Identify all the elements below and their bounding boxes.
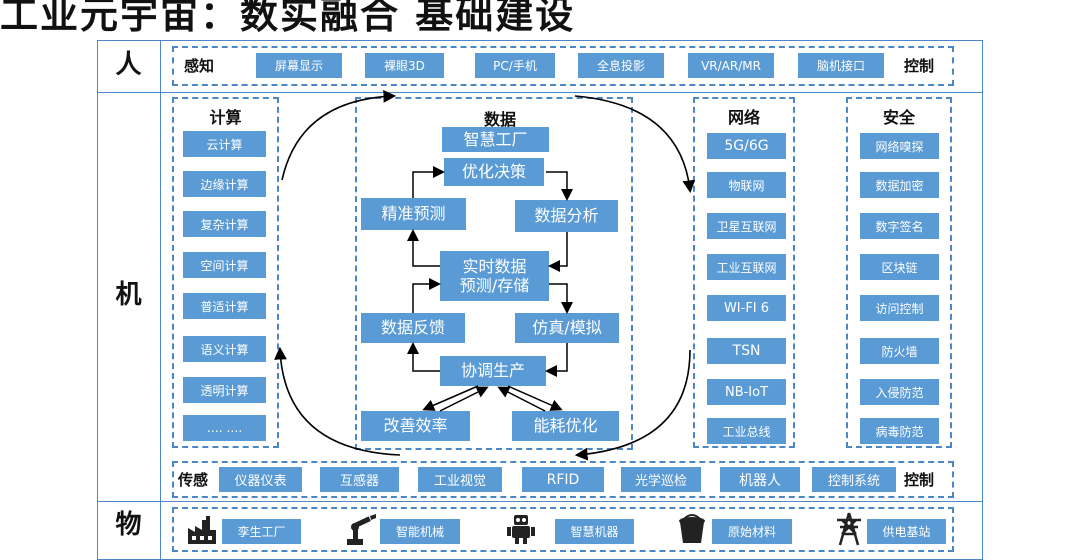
data-box-smart-factory: 智慧工厂: [442, 127, 549, 152]
security-panel: [846, 97, 952, 448]
compute-item: 复杂计算: [183, 211, 266, 237]
layer-label-human: 人: [115, 50, 142, 80]
perception-label: 感知: [184, 57, 215, 75]
network-item: 工业总线: [707, 418, 786, 444]
object-item: 原始材料: [712, 519, 792, 544]
security-item: 病毒防范: [860, 418, 939, 444]
data-box-realtime: 实时数据 预测/存储: [440, 251, 549, 301]
object-item: 供电基站: [867, 519, 946, 544]
compute-item: 透明计算: [183, 377, 266, 403]
sensing-item: 控制系统: [812, 467, 896, 492]
data-box-coordinate: 协调生产: [440, 356, 546, 386]
factory-icon: [186, 514, 218, 544]
perception-item: 全息投影: [578, 53, 664, 78]
security-item: 数字签名: [860, 213, 939, 239]
sensing-end-label: 控制: [904, 471, 935, 489]
network-item: WI-FI 6: [707, 295, 786, 321]
loop-arrow-bottom-right: [574, 349, 691, 461]
perception-panel: [172, 46, 954, 86]
security-title: 安全: [882, 108, 915, 127]
object-item: 智能机械: [380, 519, 460, 544]
data-box-feedback: 数据反馈: [361, 313, 465, 343]
security-item: 数据加密: [860, 172, 939, 198]
object-item: 孪生工厂: [222, 519, 301, 544]
object-item: 智慧机器: [555, 519, 634, 544]
sensing-item: 光学巡检: [621, 467, 701, 492]
arrow-optimize-to-analysis: [546, 171, 573, 201]
data-box-simulate: 仿真/模拟: [515, 313, 619, 343]
loop-arrow-top-left: [281, 90, 397, 181]
arrow-predict-to-optimize: [412, 166, 445, 198]
perception-end-label: 控制: [904, 57, 935, 75]
loop-arrow-bottom-left: [274, 346, 401, 456]
arrow-coordinate-to-energy: [507, 385, 563, 411]
sensing-item: 工业视觉: [418, 467, 502, 492]
data-box-optimize: 优化决策: [444, 158, 544, 186]
sensing-item: RFID: [522, 467, 604, 492]
security-item: 区块链: [860, 254, 939, 280]
page-title: 工业元宇宙：数实融合 基础建设: [0, 0, 576, 37]
compute-item: 语义计算: [183, 336, 266, 362]
data-title: 数据: [483, 110, 516, 129]
arrow-efficiency-to-coordinate: [439, 386, 489, 412]
sensing-item: 仪器仪表: [219, 467, 302, 492]
arrow-simulate-to-coordinate: [545, 343, 568, 377]
security-item: 网络嗅探: [860, 133, 939, 159]
network-item: NB-IoT: [707, 379, 786, 405]
perception-item: 脑机接口: [798, 53, 884, 78]
layer-label-machine: 机: [115, 280, 142, 310]
compute-item: 云计算: [183, 131, 266, 157]
sensing-item: 机器人: [720, 467, 800, 492]
data-panel: [355, 97, 633, 450]
security-item: 入侵防范: [860, 379, 939, 405]
perception-item: VR/AR/MR: [688, 53, 774, 78]
divider-label-column: [160, 40, 161, 560]
arrow-realtime-to-simulate: [549, 283, 573, 314]
robot-icon: [506, 512, 536, 545]
compute-item: 空间计算: [183, 252, 266, 278]
network-item: 工业互联网: [707, 254, 786, 280]
compute-title: 计算: [209, 108, 242, 127]
robot-arm-icon: [343, 513, 377, 545]
data-box-predict: 精准预测: [361, 198, 466, 230]
arrow-coordinate-to-feedback: [407, 342, 440, 372]
network-item: TSN: [707, 338, 786, 364]
network-panel: [693, 97, 795, 448]
network-item: 5G/6G: [707, 133, 786, 159]
network-item: 卫星互联网: [707, 213, 786, 239]
arrow-coordinate-to-efficiency: [422, 385, 479, 411]
bucket-icon: [676, 513, 708, 545]
compute-item: …. ….: [183, 415, 266, 441]
divider-human-machine: [97, 92, 983, 93]
data-box-analysis: 数据分析: [515, 200, 618, 232]
security-item: 访问控制: [860, 295, 939, 321]
sensing-item: 互感器: [320, 467, 399, 492]
compute-panel: [172, 97, 279, 448]
network-item: 物联网: [707, 172, 786, 198]
data-box-realtime-line2: 预测/存储: [459, 276, 530, 295]
sensing-label: 传感: [178, 471, 209, 489]
arrow-realtime-to-predict: [407, 229, 440, 267]
perception-item: PC/手机: [475, 53, 555, 78]
data-box-efficiency: 改善效率: [361, 411, 470, 441]
sensing-panel: [172, 461, 954, 498]
network-title: 网络: [727, 108, 760, 127]
perception-item: 屏幕显示: [256, 53, 342, 78]
layer-label-object: 物: [115, 510, 142, 540]
data-box-energy: 能耗优化: [512, 411, 619, 441]
arrow-energy-to-coordinate: [497, 386, 546, 412]
power-tower-icon: [834, 512, 864, 546]
arrow-analysis-to-realtime: [548, 232, 568, 272]
security-item: 防火墙: [860, 338, 939, 364]
data-box-realtime-line1: 实时数据: [462, 256, 527, 276]
compute-item: 普适计算: [183, 293, 266, 319]
divider-machine-object: [97, 501, 983, 502]
flow-arrows: [274, 90, 696, 461]
loop-arrow-top-right: [574, 95, 696, 194]
arrow-feedback-to-realtime: [412, 278, 441, 313]
perception-item: 裸眼3D: [365, 53, 444, 78]
compute-item: 边缘计算: [183, 171, 266, 197]
